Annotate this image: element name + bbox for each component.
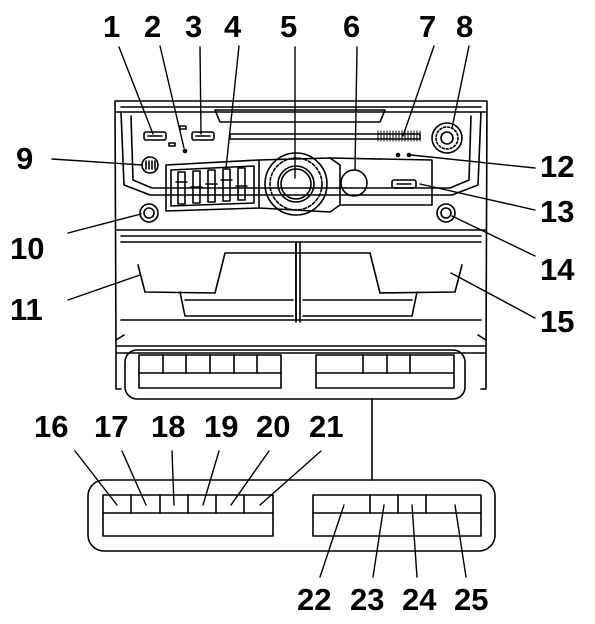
callout-19: 19: [204, 409, 239, 444]
callout-11: 11: [10, 292, 43, 327]
callout-23: 23: [350, 582, 385, 617]
callout-2: 2: [144, 9, 162, 44]
callout-1: 1: [103, 9, 121, 44]
callout-4: 4: [224, 9, 242, 44]
callout-5: 5: [280, 9, 298, 44]
callout-8: 8: [456, 9, 474, 44]
volume-knob: [258, 152, 341, 216]
callout-20: 20: [256, 409, 291, 444]
callout-7: 7: [419, 9, 437, 44]
jacks: [139, 203, 456, 223]
equalizer-panel: [165, 159, 260, 212]
zoom-panel: [87, 479, 496, 552]
callout-12: 12: [540, 149, 575, 184]
callout-17: 17: [94, 409, 129, 444]
callout-3: 3: [185, 9, 203, 44]
cassette-decks: [120, 241, 482, 323]
callout-14: 14: [540, 252, 575, 287]
right-panel: [329, 152, 433, 206]
bottom-control-bar: [115, 345, 487, 400]
tuning-knob: [431, 122, 463, 154]
callout-16: 16: [34, 409, 69, 444]
callout-24: 24: [402, 582, 437, 617]
top-buttons: [143, 125, 215, 154]
callout-10: 10: [10, 231, 45, 266]
callout-13: 13: [540, 194, 575, 229]
callout-6: 6: [343, 9, 361, 44]
callout-15: 15: [540, 304, 575, 339]
main-cabinet: [114, 100, 488, 354]
level-display: [377, 130, 421, 142]
callout-21: 21: [309, 409, 344, 444]
callout-25: 25: [454, 582, 489, 617]
callout-22: 22: [297, 582, 332, 617]
button-9-shape: [141, 156, 159, 174]
callout-18: 18: [151, 409, 186, 444]
callout-9: 9: [16, 141, 34, 176]
leader-lines: [51, 45, 536, 578]
